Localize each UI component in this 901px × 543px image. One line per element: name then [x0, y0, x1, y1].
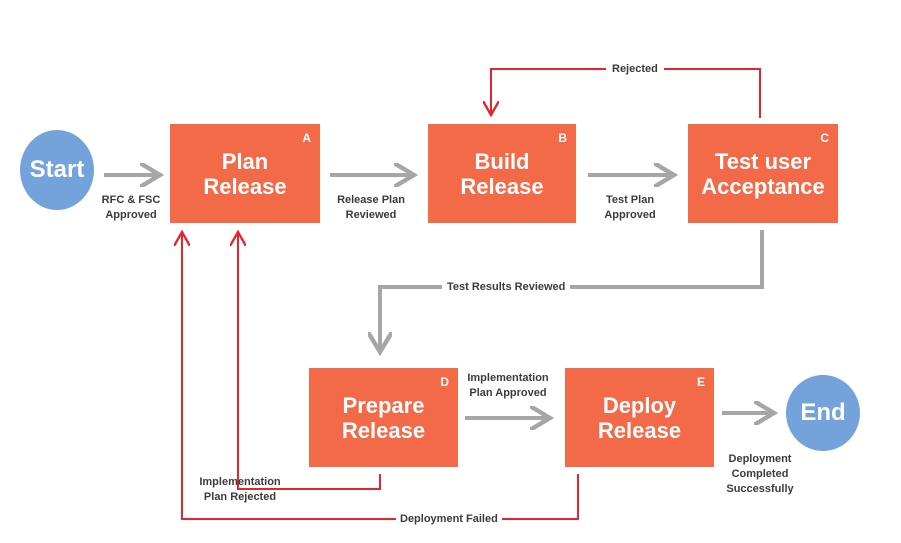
- node-deploy-release-letter: E: [696, 375, 705, 389]
- label-impl-plan-rejected: Implementation Plan Rejected: [194, 475, 286, 505]
- label-deployment-failed: Deployment Failed: [396, 512, 502, 527]
- label-impl-approved-line2: Plan Approved: [469, 387, 547, 399]
- start-node: Start: [20, 130, 94, 210]
- node-build-release-line2: Release: [460, 173, 544, 199]
- node-plan-release-letter: A: [302, 131, 311, 145]
- node-test-acceptance: Test user Acceptance C: [688, 124, 838, 223]
- node-build-release-line1: Build: [474, 148, 530, 174]
- node-test-acceptance-letter: C: [820, 131, 829, 145]
- arrow-test-to-prepare: [380, 230, 764, 352]
- node-deploy-release: Deploy Release E: [565, 368, 714, 467]
- label-impl-approved-line1: Implementation: [467, 372, 549, 384]
- label-rfc-line1: RFC & FSC: [101, 194, 161, 206]
- label-deploy-success-line1: Deployment: [728, 453, 792, 465]
- label-deploy-success-line2: Completed: [731, 468, 789, 480]
- node-test-acceptance-line1: Test user: [714, 148, 812, 174]
- node-build-release-title: Build Release: [428, 149, 576, 199]
- label-rfc-line2: Approved: [105, 209, 157, 221]
- node-plan-release: Plan Release A: [170, 124, 320, 223]
- node-prepare-release-line1: Prepare: [342, 392, 425, 418]
- label-rfc-approved: RFC & FSC Approved: [96, 193, 166, 223]
- label-test-plan-line1: Test Plan: [605, 194, 655, 206]
- label-impl-plan-approved: Implementation Plan Approved: [460, 371, 556, 401]
- node-test-acceptance-title: Test user Acceptance: [688, 149, 838, 199]
- label-release-plan-line1: Release Plan: [337, 194, 405, 206]
- label-test-results-text: Test Results Reviewed: [447, 281, 566, 293]
- label-deploy-failed-text: Deployment Failed: [400, 513, 498, 525]
- label-test-plan-line2: Approved: [604, 209, 656, 221]
- node-build-release: Build Release B: [428, 124, 576, 223]
- arrow-impl-rejected: [238, 232, 381, 490]
- label-release-plan-reviewed: Release Plan Reviewed: [330, 193, 412, 223]
- node-plan-release-line2: Release: [203, 173, 287, 199]
- label-impl-rejected-line2: Plan Rejected: [203, 491, 277, 503]
- label-test-plan-approved: Test Plan Approved: [594, 193, 666, 223]
- node-prepare-release-line2: Release: [341, 417, 426, 443]
- label-impl-rejected-line1: Implementation: [199, 476, 281, 488]
- node-prepare-release-letter: D: [440, 375, 449, 389]
- end-label: End: [800, 399, 846, 426]
- label-deploy-success-line3: Successfully: [726, 483, 794, 495]
- node-test-acceptance-line2: Acceptance: [701, 173, 825, 199]
- node-build-release-letter: B: [558, 131, 567, 145]
- end-node: End: [786, 375, 860, 451]
- label-rejected-text: Rejected: [612, 63, 658, 75]
- start-label: Start: [29, 156, 85, 183]
- node-deploy-release-title: Deploy Release: [565, 393, 714, 443]
- node-prepare-release: Prepare Release D: [309, 368, 458, 467]
- label-deployment-success: Deployment Completed Successfully: [722, 452, 798, 497]
- node-plan-release-line1: Plan: [221, 148, 269, 174]
- label-release-plan-line2: Reviewed: [345, 209, 397, 221]
- node-deploy-release-line1: Deploy: [602, 392, 677, 418]
- arrow-deploy-failed: [182, 232, 579, 520]
- node-deploy-release-line2: Release: [597, 417, 682, 443]
- label-rejected: Rejected: [606, 62, 664, 77]
- node-plan-release-title: Plan Release: [170, 149, 320, 199]
- label-test-results-reviewed: Test Results Reviewed: [442, 280, 571, 295]
- node-prepare-release-title: Prepare Release: [309, 393, 458, 443]
